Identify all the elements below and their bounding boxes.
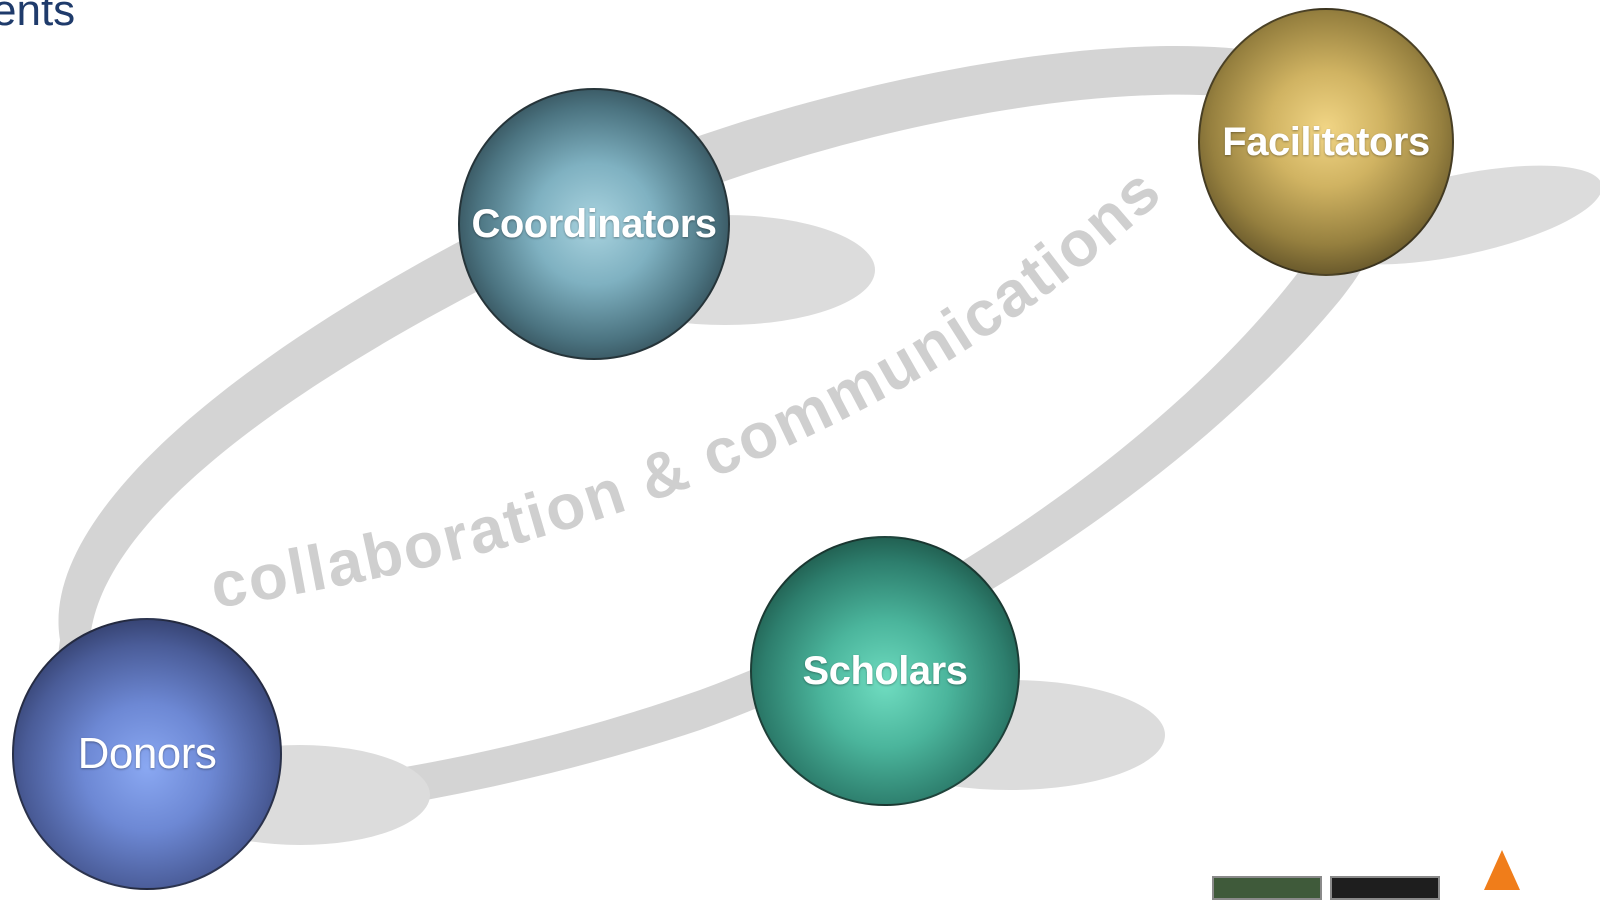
photo-thumbnail [1212, 876, 1322, 900]
scholars-label: Scholars [802, 648, 968, 693]
scholars-node: Scholars [750, 536, 1020, 806]
coordinators-label: Coordinators [471, 201, 717, 246]
traffic-cone-icon [1484, 850, 1520, 890]
photo-thumbnail [1330, 876, 1440, 900]
donors-node: Donors [12, 618, 282, 890]
slide-title: ents [0, 0, 76, 35]
donors-label: Donors [77, 729, 217, 778]
facilitators-label: Facilitators [1222, 119, 1430, 164]
facilitators-node: Facilitators [1198, 8, 1454, 276]
coordinators-node: Coordinators [458, 88, 730, 360]
